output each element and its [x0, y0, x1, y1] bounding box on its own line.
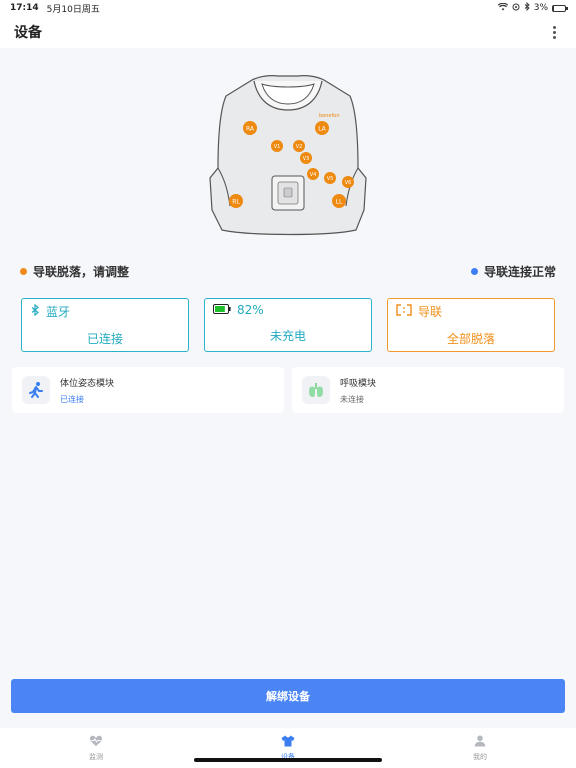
- electrode-ll: LL: [332, 194, 346, 208]
- bluetooth-label: 蓝牙: [46, 305, 71, 319]
- posture-module-status: 已连接: [60, 394, 84, 404]
- respiration-module-name: 呼吸模块: [340, 378, 377, 389]
- user-icon: [474, 735, 486, 749]
- battery-card[interactable]: 82% 未充电: [204, 298, 372, 352]
- leads-card-header: 导联: [396, 303, 546, 320]
- app-header: 设备: [0, 16, 576, 48]
- bluetooth-card-header: 蓝牙: [30, 303, 180, 320]
- respiration-module-status: 未连接: [340, 394, 364, 404]
- svg-text:V1: V1: [274, 144, 281, 150]
- shirt-icon: [281, 735, 295, 749]
- legend-lead-normal: 导联连接正常: [470, 263, 556, 280]
- lead-legend: 导联脱落，请调整 导联连接正常: [20, 262, 556, 280]
- more-options-icon[interactable]: [546, 22, 562, 42]
- vest-svg: benefon RA LA V1 V2 V3 V4 V5 V6 RL LL: [209, 75, 367, 236]
- status-time: 17:14: [10, 3, 39, 13]
- legend-dot-blue: [470, 267, 478, 275]
- lungs-icon: [302, 376, 330, 404]
- respiration-module[interactable]: 呼吸模块 未连接: [292, 367, 564, 413]
- battery-card-header: 82%: [213, 303, 363, 317]
- battery-label: 82%: [237, 303, 264, 317]
- svg-text:RL: RL: [232, 199, 240, 206]
- vest-diagram: benefon RA LA V1 V2 V3 V4 V5 V6 RL LL: [200, 70, 376, 240]
- posture-module-name: 体位姿态模块: [60, 378, 115, 389]
- bluetooth-icon: [30, 303, 40, 319]
- posture-icon: [22, 376, 50, 404]
- status-bar: 17:14 5月10日周五 3%: [0, 0, 576, 16]
- electrode-v3: V3: [300, 152, 312, 164]
- legend-dot-orange: [20, 267, 27, 275]
- legend-lead-off-text: 导联脱落，请调整: [33, 264, 130, 279]
- battery-status: 未充电: [269, 329, 306, 343]
- svg-text:RA: RA: [246, 126, 255, 133]
- posture-module-text: 体位姿态模块 已连接: [60, 376, 114, 405]
- respiration-module-text: 呼吸模块 未连接: [340, 376, 376, 405]
- location-icon: [512, 3, 520, 14]
- tab-monitor[interactable]: 监测: [0, 728, 192, 768]
- page-title: 设备: [14, 25, 42, 41]
- electrode-v5: V5: [324, 172, 336, 184]
- tab-profile-label: 我的: [473, 753, 487, 761]
- bluetooth-card[interactable]: 蓝牙 已连接: [21, 298, 189, 352]
- svg-text:V5: V5: [327, 176, 334, 182]
- electrode-v2: V2: [293, 140, 305, 152]
- posture-module[interactable]: 体位姿态模块 已连接: [12, 367, 284, 413]
- unbind-device-button[interactable]: 解绑设备: [11, 679, 565, 713]
- tab-device[interactable]: 设备: [192, 728, 384, 768]
- leads-icon: [396, 304, 412, 319]
- svg-text:V6: V6: [345, 180, 352, 186]
- electrode-la: LA: [315, 121, 329, 135]
- battery-icon: [213, 303, 231, 317]
- bluetooth-status: 已连接: [86, 332, 123, 346]
- home-indicator: [194, 758, 382, 762]
- status-right: 3%: [497, 1, 568, 14]
- tab-monitor-label: 监测: [89, 753, 103, 761]
- leads-card[interactable]: 导联 全部脱落: [387, 298, 555, 352]
- wifi-icon: [497, 2, 508, 14]
- electrode-v1: V1: [271, 140, 283, 152]
- svg-text:LA: LA: [318, 126, 326, 133]
- electrode-ra: RA: [243, 121, 257, 135]
- bottom-tab-bar: 监测 设备 我的: [0, 728, 576, 768]
- tab-profile[interactable]: 我的: [384, 728, 576, 768]
- electrode-rl: RL: [229, 194, 243, 208]
- leads-status: 全部脱落: [446, 332, 495, 346]
- battery-percent: 3%: [533, 3, 548, 13]
- heart-monitor-icon: [89, 735, 103, 749]
- battery-status-icon: [552, 4, 568, 12]
- bluetooth-status-icon: [524, 1, 530, 14]
- svg-text:V4: V4: [310, 172, 317, 178]
- electrode-v6: V6: [342, 176, 354, 188]
- svg-text:V2: V2: [296, 144, 303, 150]
- electrode-v4: V4: [307, 168, 319, 180]
- svg-text:LL: LL: [336, 199, 343, 206]
- vest-body: [209, 75, 367, 236]
- status-date: 5月10日周五: [46, 4, 100, 15]
- legend-lead-normal-text: 导联连接正常: [483, 264, 556, 279]
- vest-brand: benefon: [319, 113, 339, 119]
- tab-device-label: 设备: [281, 753, 295, 761]
- leads-label: 导联: [418, 305, 443, 319]
- svg-text:V3: V3: [303, 156, 310, 162]
- legend-lead-off: 导联脱落，请调整: [20, 263, 129, 280]
